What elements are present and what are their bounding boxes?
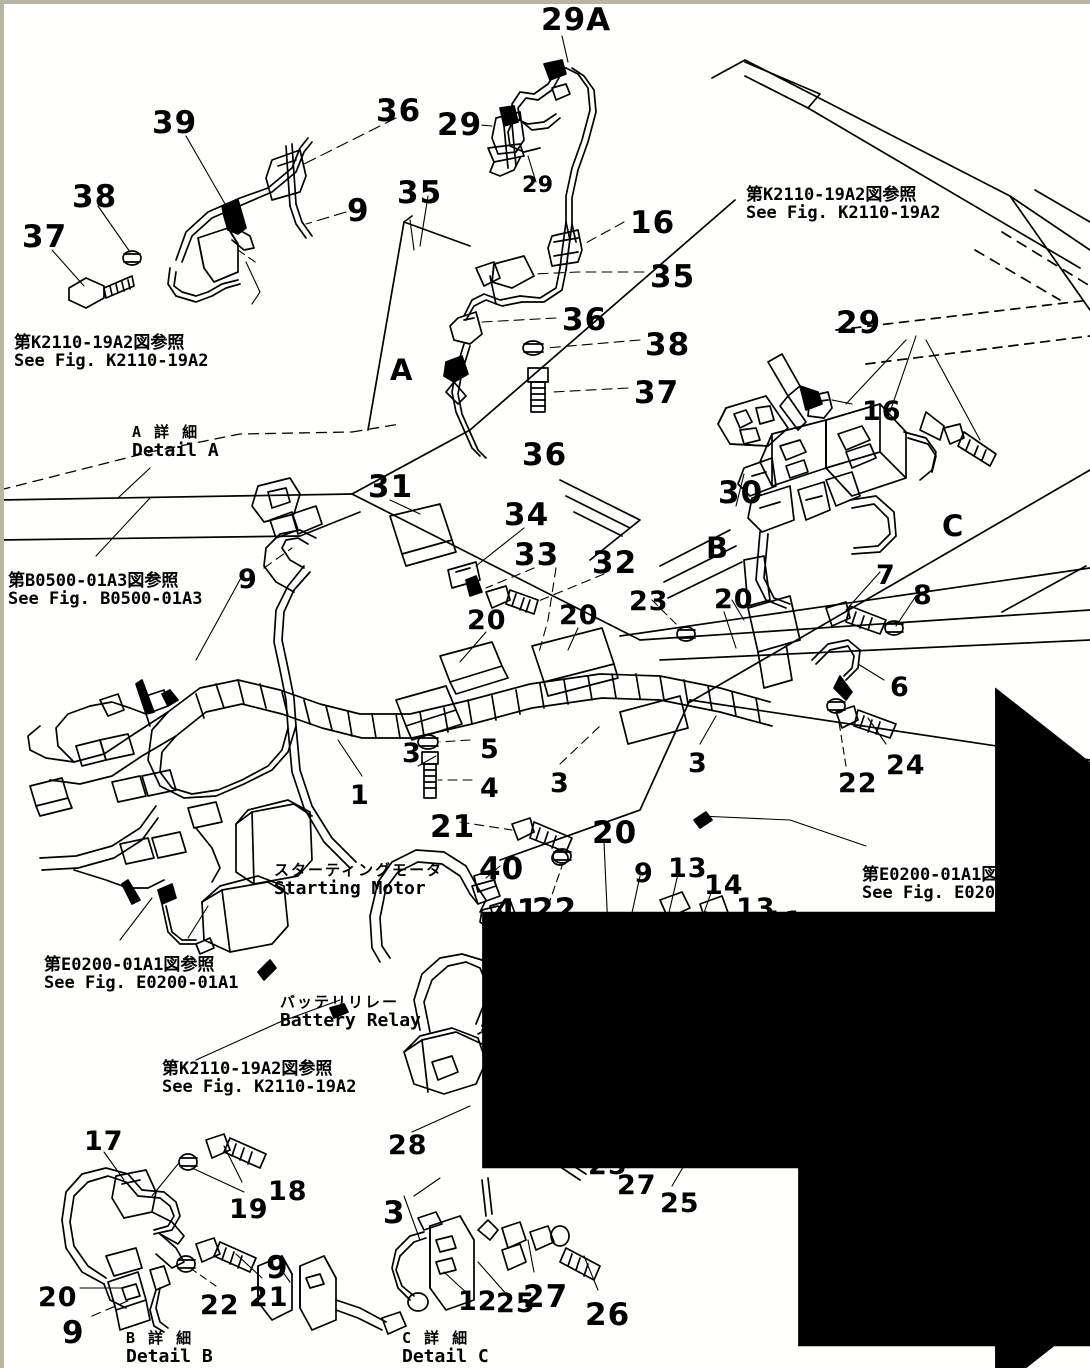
part-callout-30: 30: [718, 475, 764, 511]
part-callout-34: 34: [504, 497, 550, 533]
part-callout-9: 9: [238, 564, 258, 595]
part-callout-3: 3: [383, 1195, 406, 1231]
part-callout-35: 35: [650, 259, 696, 295]
marker-a-letter: A: [390, 353, 413, 387]
part-callout-7: 7: [876, 560, 896, 591]
ref-jp-text: 第K2110-19A2図参照: [162, 1059, 333, 1079]
part-callout-37: 37: [22, 219, 68, 255]
part-callout-36: 36: [376, 93, 422, 129]
part-callout-19: 19: [229, 1194, 269, 1225]
part-callout-18: 18: [268, 1176, 308, 1207]
ref-jp-text: 第K2110-19A2図参照: [14, 333, 185, 353]
ref-en-text: See Fig. K2110-19A2: [14, 351, 209, 372]
part-callout-17: 17: [84, 1126, 124, 1157]
caption-detail-c: C 詳 細 Detail C: [402, 1330, 489, 1366]
part-callout-31: 31: [368, 469, 414, 505]
part-callout-9: 9: [347, 193, 370, 229]
part-callout-12: 12: [458, 1286, 498, 1317]
part-callout-27: 27: [523, 1279, 569, 1315]
part-callout-26: 26: [585, 1297, 631, 1333]
part-callout-20: 20: [38, 1282, 78, 1313]
part-callout-27: 27: [617, 1170, 657, 1201]
part-callout-38: 38: [72, 179, 118, 215]
part-callout-20: 20: [592, 815, 638, 851]
part-callout-20: 20: [559, 600, 599, 631]
part-callout-29: 29: [522, 173, 554, 198]
caption-battery-relay: バッテリリレー Battery Relay: [280, 994, 421, 1030]
part-callout-38: 38: [645, 327, 691, 363]
ref-en-text: See Fig. K2110-19A2: [746, 203, 941, 224]
ref-en-text: See Fig. E0200-01A1: [44, 973, 239, 994]
part-callout-9: 9: [62, 1315, 85, 1351]
ref-k2110-19a2-left: 第K2110-19A2図参照 See Fig. K2110-19A2: [14, 334, 208, 371]
part-callout-3: 3: [688, 748, 708, 779]
caption-jp-text: B 詳 細: [126, 1329, 194, 1347]
part-callout-32: 32: [592, 545, 638, 581]
part-callout-13: 13: [668, 853, 708, 884]
part-callout-3: 3: [402, 738, 422, 769]
scan-edge-left: [0, 0, 4, 1368]
part-callout-21: 21: [430, 809, 476, 845]
part-callout-33: 33: [514, 537, 560, 573]
part-callout-4: 4: [480, 773, 500, 804]
scan-edge-top: [0, 0, 1090, 4]
caption-detail-a: A 詳 細 Detail A: [132, 424, 219, 460]
part-callout-25: 25: [496, 1288, 536, 1319]
part-callout-22: 22: [838, 768, 878, 799]
part-callout-40: 40: [479, 851, 525, 887]
part-callout-9: 9: [634, 858, 654, 889]
caption-jp-text: C 詳 細: [402, 1329, 470, 1347]
ref-jp-text: 第E0200-01A1図参照: [44, 955, 215, 975]
part-callout-3: 3: [550, 768, 570, 799]
part-callout-36: 36: [562, 302, 608, 338]
part-callout-36: 36: [522, 437, 568, 473]
part-callout-35: 35: [397, 175, 443, 211]
part-callout-37: 37: [634, 375, 680, 411]
ref-e0200-01a1-left: 第E0200-01A1図参照 See Fig. E0200-01A1: [44, 956, 238, 993]
part-callout-22: 22: [200, 1290, 240, 1321]
ref-k2110-19a2-bottom: 第K2110-19A2図参照 See Fig. K2110-19A2: [162, 1060, 356, 1097]
part-callout-1: 1: [350, 780, 370, 811]
caption-jp-text: スターティングモータ: [274, 861, 444, 879]
part-callout-39: 39: [152, 105, 198, 141]
ref-jp-text: 第B0500-01A3図参照: [8, 571, 179, 591]
part-callout-29A: 29A: [541, 2, 612, 38]
ref-en-text: See Fig. K2110-19A2: [162, 1077, 357, 1098]
marker-b-letter: B: [706, 531, 729, 565]
part-callout-25: 25: [660, 1188, 700, 1219]
caption-jp-text: バッテリリレー: [280, 993, 400, 1011]
marker-c-letter: C: [942, 509, 964, 543]
caption-en-text: Detail B: [126, 1345, 213, 1367]
part-callout-5: 5: [480, 734, 500, 765]
part-callout-28: 28: [388, 1130, 428, 1161]
ref-jp-text: 第E0200-01A1図参照: [862, 865, 1033, 885]
part-callout-8: 8: [913, 580, 933, 611]
caption-en-text: Detail C: [402, 1345, 489, 1367]
caption-starting-motor: スターティングモータ Starting Motor: [274, 862, 443, 898]
ref-jp-text: 第K2110-19A2図参照: [746, 185, 917, 205]
ref-b0500-01a3: 第B0500-01A3図参照 See Fig. B0500-01A3: [8, 572, 202, 609]
ref-k2110-19a2-top: 第K2110-19A2図参照 See Fig. K2110-19A2: [746, 186, 940, 223]
part-callout-23: 23: [629, 586, 669, 617]
caption-detail-b: B 詳 細 Detail B: [126, 1330, 213, 1366]
part-callout-29: 29: [836, 305, 882, 341]
part-callout-21: 21: [249, 1282, 289, 1313]
part-callout-14: 14: [704, 870, 744, 901]
part-callout-24: 24: [886, 750, 926, 781]
part-callout-20: 20: [714, 584, 754, 615]
part-callout-6: 6: [890, 672, 910, 703]
caption-jp-text: A 詳 細: [132, 423, 200, 441]
part-callout-16: 16: [630, 205, 676, 241]
part-callout-29: 29: [437, 107, 483, 143]
caption-en-text: Battery Relay: [280, 1009, 421, 1031]
caption-en-text: Detail A: [132, 439, 219, 461]
part-callout-9: 9: [266, 1250, 289, 1286]
ref-en-text: See Fig. B0500-01A3: [8, 589, 203, 610]
caption-en-text: Starting Motor: [274, 877, 426, 899]
part-callout-16: 16: [862, 396, 902, 427]
part-callout-20: 20: [467, 605, 507, 636]
